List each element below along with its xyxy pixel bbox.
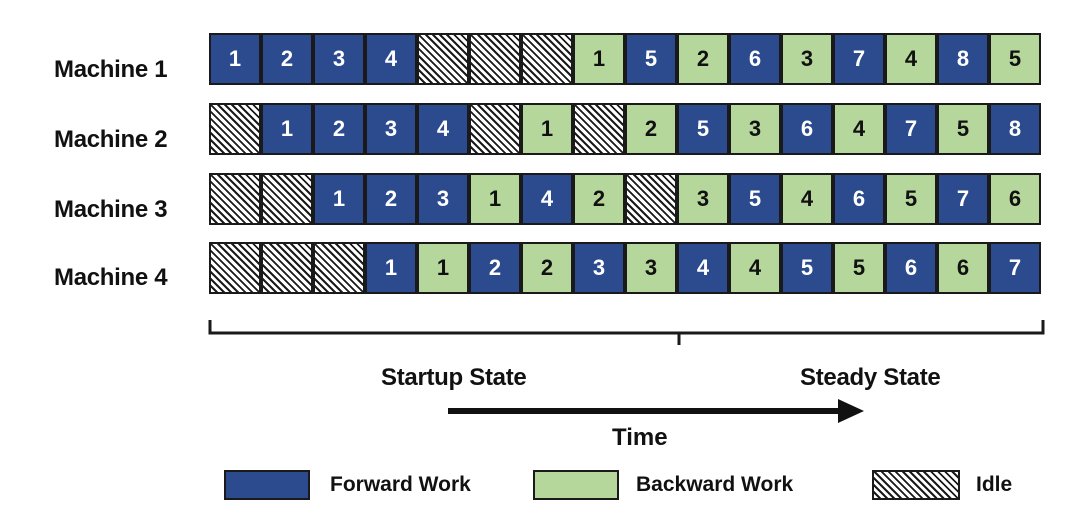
cell-m1-4-forward: 4 xyxy=(365,33,417,85)
cell-m3-16-backward: 6 xyxy=(989,173,1041,225)
time-arrow-head xyxy=(838,399,864,423)
cell-m4-8-forward: 3 xyxy=(573,242,625,294)
cell-m2-9-backward: 2 xyxy=(625,103,677,155)
cell-m1-9-forward: 5 xyxy=(625,33,677,85)
cell-m2-15-backward: 5 xyxy=(937,103,989,155)
cell-m4-9-backward: 3 xyxy=(625,242,677,294)
cell-m3-5-forward: 3 xyxy=(417,173,469,225)
cell-m2-1-idle xyxy=(209,103,261,155)
cell-m3-9-idle xyxy=(625,173,677,225)
cell-m2-12-forward: 6 xyxy=(781,103,833,155)
cell-m2-4-forward: 3 xyxy=(365,103,417,155)
cell-m3-15-forward: 7 xyxy=(937,173,989,225)
cell-m4-7-backward: 2 xyxy=(521,242,573,294)
row-label-machine-3: Machine 3 xyxy=(54,196,168,223)
cell-m4-1-idle xyxy=(209,242,261,294)
cell-m4-3-idle xyxy=(313,242,365,294)
cell-m1-15-forward: 8 xyxy=(937,33,989,85)
cell-m1-8-backward: 1 xyxy=(573,33,625,85)
cell-m2-11-backward: 3 xyxy=(729,103,781,155)
cell-m2-2-forward: 1 xyxy=(261,103,313,155)
cell-m2-6-idle xyxy=(469,103,521,155)
row-label-machine-1: Machine 1 xyxy=(54,56,168,83)
cell-m2-5-forward: 4 xyxy=(417,103,469,155)
cell-m4-12-forward: 5 xyxy=(781,242,833,294)
cell-m1-11-forward: 6 xyxy=(729,33,781,85)
cell-m4-14-forward: 6 xyxy=(885,242,937,294)
time-label: Time xyxy=(612,424,668,451)
cell-m1-2-forward: 2 xyxy=(261,33,313,85)
cell-m1-1-forward: 1 xyxy=(209,33,261,85)
cell-m1-3-forward: 3 xyxy=(313,33,365,85)
cell-m4-5-backward: 1 xyxy=(417,242,469,294)
row-label-machine-4: Machine 4 xyxy=(54,264,168,291)
cell-m3-14-backward: 5 xyxy=(885,173,937,225)
cell-m1-16-backward: 5 xyxy=(989,33,1041,85)
cell-m2-13-backward: 4 xyxy=(833,103,885,155)
cell-m1-5-idle xyxy=(417,33,469,85)
cell-m3-3-forward: 1 xyxy=(313,173,365,225)
steady-state-label: Steady State xyxy=(800,364,941,391)
legend-backward-swatch xyxy=(533,470,619,500)
legend-idle-swatch xyxy=(872,470,960,500)
cell-m4-11-backward: 4 xyxy=(729,242,781,294)
row-label-machine-2: Machine 2 xyxy=(54,126,168,153)
cell-m3-7-forward: 4 xyxy=(521,173,573,225)
cell-m1-10-backward: 2 xyxy=(677,33,729,85)
cell-m2-8-idle xyxy=(573,103,625,155)
cell-m1-6-idle xyxy=(469,33,521,85)
cell-m4-15-backward: 6 xyxy=(937,242,989,294)
cell-m2-16-forward: 8 xyxy=(989,103,1041,155)
legend-idle-label: Idle xyxy=(976,473,1013,496)
cell-m2-7-backward: 1 xyxy=(521,103,573,155)
cell-m1-13-forward: 7 xyxy=(833,33,885,85)
cell-m4-13-backward: 5 xyxy=(833,242,885,294)
cell-m3-11-forward: 5 xyxy=(729,173,781,225)
cell-m3-12-backward: 4 xyxy=(781,173,833,225)
cell-m4-16-forward: 7 xyxy=(989,242,1041,294)
legend-backward-label: Backward Work xyxy=(636,473,794,496)
phase-brace xyxy=(208,320,1045,345)
cell-m3-6-backward: 1 xyxy=(469,173,521,225)
cell-m1-7-idle xyxy=(521,33,573,85)
cell-m1-12-backward: 3 xyxy=(781,33,833,85)
cell-m3-13-forward: 6 xyxy=(833,173,885,225)
cell-m1-14-backward: 4 xyxy=(885,33,937,85)
cell-m3-8-backward: 2 xyxy=(573,173,625,225)
cell-m2-14-forward: 7 xyxy=(885,103,937,155)
cell-m4-6-forward: 2 xyxy=(469,242,521,294)
cell-m4-10-forward: 4 xyxy=(677,242,729,294)
phase-brace-line xyxy=(208,320,1045,345)
cell-m3-10-backward: 3 xyxy=(677,173,729,225)
cell-m3-4-forward: 2 xyxy=(365,173,417,225)
legend-forward-swatch xyxy=(224,470,310,500)
cell-m4-2-idle xyxy=(261,242,313,294)
startup-state-label: Startup State xyxy=(381,364,527,391)
cell-m3-2-idle xyxy=(261,173,313,225)
legend-forward-label: Forward Work xyxy=(330,473,471,496)
time-arrow xyxy=(448,399,864,423)
cell-m3-1-idle xyxy=(209,173,261,225)
cell-m2-3-forward: 2 xyxy=(313,103,365,155)
cell-m2-10-forward: 5 xyxy=(677,103,729,155)
cell-m4-4-forward: 1 xyxy=(365,242,417,294)
